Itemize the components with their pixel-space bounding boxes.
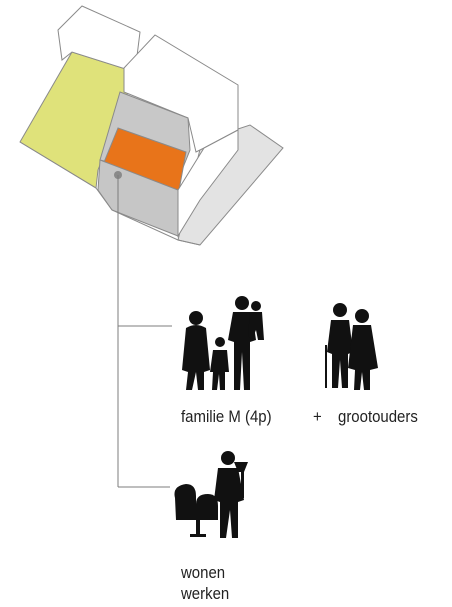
plus-label: + — [313, 407, 322, 426]
home-office-silhouette-icon — [174, 451, 248, 538]
working-label: werken — [181, 584, 230, 603]
family-label: familie M (4p) — [181, 407, 272, 426]
house-side-wall — [177, 129, 239, 238]
base-outline — [19, 141, 201, 246]
grandparents-silhouette-icon — [325, 303, 378, 390]
family-silhouette-icon — [182, 296, 264, 390]
grandparents-label: grootouders — [338, 407, 418, 426]
living-label: wonen — [181, 563, 226, 582]
